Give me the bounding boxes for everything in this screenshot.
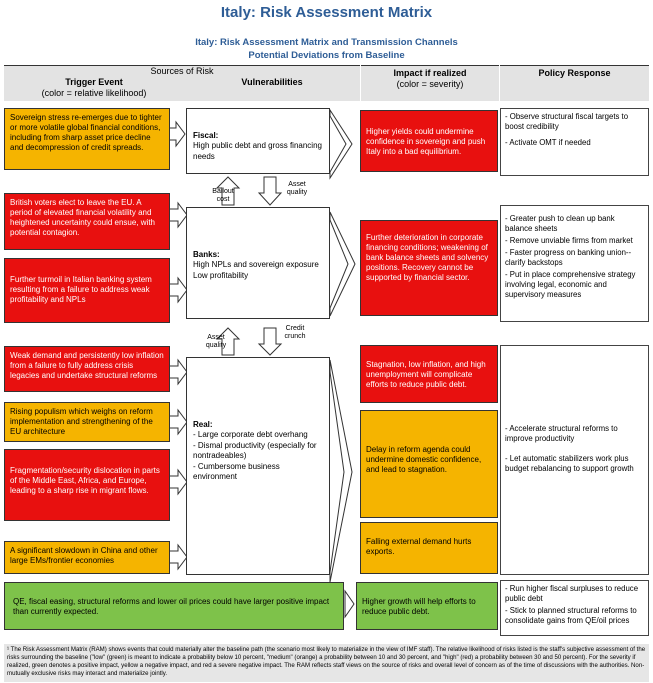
header-impact-note: (color = severity) <box>396 79 464 89</box>
arrow-trigger-2 <box>168 201 188 229</box>
arrow-banks-impact <box>329 211 356 317</box>
trigger-fragmentation: Fragmentation/security dislocation in pa… <box>4 449 170 521</box>
policy-banks: - Greater push to clean up bank balance … <box>500 205 649 322</box>
header-vulnerabilities: Vulnerabilities <box>184 77 360 101</box>
policy-banks-item-4: - Put in place comprehensive strategy in… <box>505 269 636 299</box>
arrow-trigger-7 <box>168 543 188 571</box>
header-vulnerabilities-label: Vulnerabilities <box>241 77 303 87</box>
page-title: Italy: Risk Assessment Matrix <box>220 4 433 21</box>
channel-bailout: Bailout cost <box>212 188 234 204</box>
impact-reform-delay: Delay in reform agenda could undermine d… <box>360 410 498 518</box>
trigger-banking-turmoil: Further turmoil in Italian banking syste… <box>4 258 170 323</box>
policy-real-item-1: - Accelerate structural reforms to impro… <box>505 424 618 443</box>
trigger-weak-demand: Weak demand and persistently low inflati… <box>4 346 170 392</box>
vulnerability-fiscal: Fiscal: High public debt and gross finan… <box>186 108 330 174</box>
impact-external-demand: Falling external demand hurts exports. <box>360 522 498 574</box>
vulnerability-banks-line-2: Low profitability <box>193 270 249 280</box>
channel-asset-quality-2: Asset quality <box>205 334 227 350</box>
channel-credit-crunch: Credit crunch <box>284 325 306 341</box>
impact-corporate-financing: Further deterioration in corporate finan… <box>360 220 498 316</box>
header-impact-label: Impact if realized <box>393 68 467 78</box>
policy-real-item-2: - Let automatic stabilizers work plus bu… <box>505 453 634 473</box>
arrow-trigger-3 <box>168 276 188 304</box>
trigger-upside-qe: QE, fiscal easing, structural reforms an… <box>4 582 344 630</box>
header-trigger-note: (color = relative likelihood) <box>41 88 147 98</box>
arrow-trigger-6 <box>168 468 188 496</box>
vulnerability-real: Real: - Large corporate debt overhang - … <box>186 357 330 575</box>
arrow-fiscal-impact <box>329 108 353 180</box>
header-impact: Impact if realized (color = severity) <box>361 65 499 101</box>
arrow-trigger-5 <box>168 408 188 436</box>
impact-higher-growth: Higher growth will help efforts to reduc… <box>356 582 498 630</box>
policy-real: - Accelerate structural reforms to impro… <box>500 345 649 575</box>
arrow-credit-crunch-down <box>257 327 283 356</box>
vulnerability-real-line-2: - Dismal productivity (especially for no… <box>193 440 317 461</box>
channel-asset-quality-1: Asset quality <box>286 181 308 197</box>
arrow-asset-quality-up <box>215 327 241 356</box>
arrow-bailout-up <box>215 176 241 206</box>
policy-fiscal-item-1: - Observe structural fiscal targets to b… <box>505 112 629 131</box>
vulnerability-fiscal-text: High public debt and gross financing nee… <box>193 141 322 161</box>
header-trigger: Trigger Event (color = relative likeliho… <box>4 77 184 101</box>
vulnerability-real-label: Real: <box>193 420 213 429</box>
trigger-sovereign-stress: Sovereign stress re-emerges due to tight… <box>4 108 170 170</box>
policy-upside-item-1: - Run higher fiscal surpluses to reduce … <box>505 584 639 603</box>
vulnerability-banks-line-1: High NPLs and sovereign exposure <box>193 260 319 270</box>
header-trigger-label: Trigger Event <box>65 77 123 87</box>
vulnerability-real-line-3: - Cumbersome business environment <box>193 461 280 481</box>
vulnerability-banks: Banks: High NPLs and sovereign exposure … <box>186 207 330 319</box>
policy-upside: - Run higher fiscal surpluses to reduce … <box>500 580 649 636</box>
header-sources-label: Sources of Risk <box>150 66 214 76</box>
trigger-brexit: British voters elect to leave the EU. A … <box>4 193 170 250</box>
arrow-trigger-4 <box>168 358 188 386</box>
trigger-china-slowdown: A significant slowdown in China and othe… <box>4 541 170 574</box>
arrow-trigger-1 <box>168 120 186 148</box>
diagram-subtitle-2: Potential Deviations from Baseline <box>248 50 405 61</box>
policy-banks-item-1: - Greater push to clean up bank balance … <box>505 214 615 233</box>
policy-upside-item-2: - Stick to planned structural reforms to… <box>505 605 637 625</box>
diagram-subtitle: Italy: Risk Assessment Matrix and Transm… <box>195 37 458 48</box>
header-policy: Policy Response <box>500 65 649 101</box>
header-sources: Sources of Risk <box>4 65 360 77</box>
policy-banks-item-3: - Faster progress on banking union--clar… <box>505 247 632 267</box>
footnote: ¹ The Risk Assessment Matrix (RAM) shows… <box>4 644 649 682</box>
vulnerability-real-line-1: - Large corporate debt overhang <box>193 430 308 440</box>
arrow-green <box>344 589 355 619</box>
header-policy-label: Policy Response <box>538 68 611 78</box>
trigger-populism: Rising populism which weighs on reform i… <box>4 402 170 442</box>
vulnerability-banks-label: Banks: <box>193 250 220 259</box>
vulnerability-fiscal-label: Fiscal: <box>193 131 219 140</box>
impact-higher-yields: Higher yields could undermine confidence… <box>360 110 498 172</box>
policy-fiscal-item-2: - Activate OMT if needed <box>505 137 591 147</box>
policy-fiscal: - Observe structural fiscal targets to b… <box>500 108 649 176</box>
arrow-real-impact <box>329 359 353 583</box>
arrow-asset-quality-down-1 <box>257 176 283 206</box>
impact-stagnation: Stagnation, low inflation, and high unem… <box>360 345 498 403</box>
policy-banks-item-2: - Remove unviable firms from market <box>505 235 633 245</box>
